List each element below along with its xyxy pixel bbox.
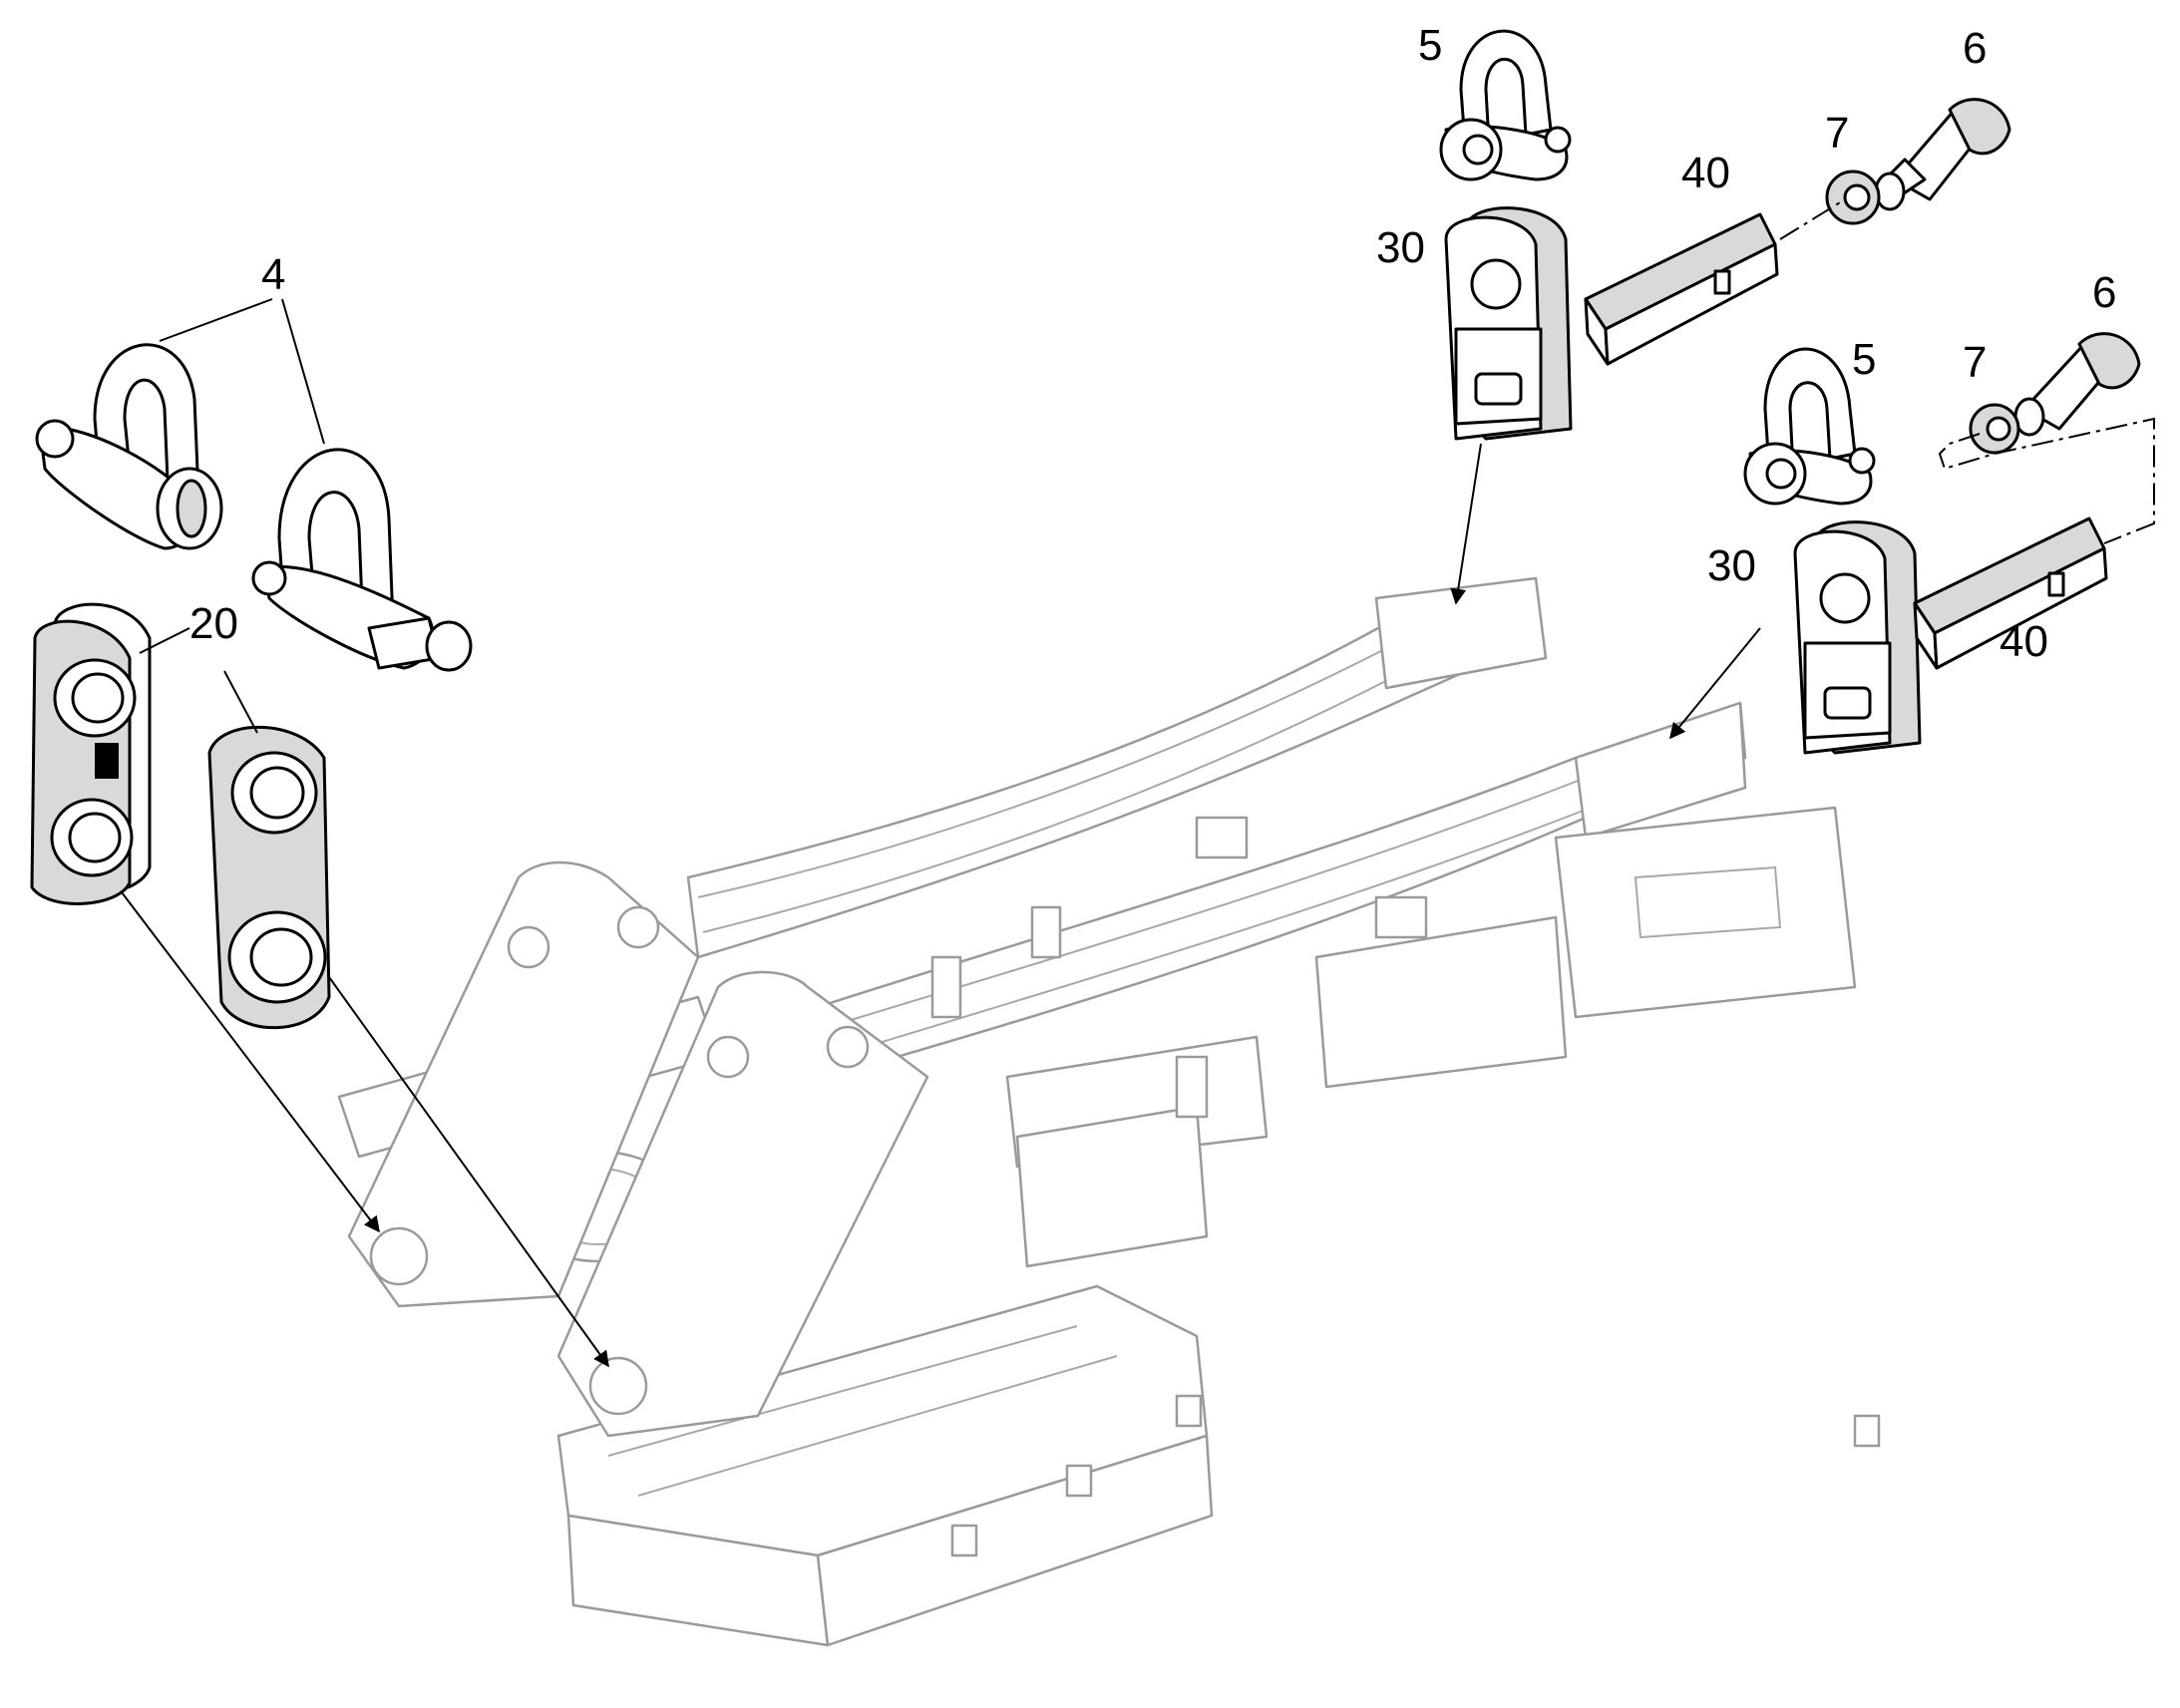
callout-7-mid: 7: [1963, 338, 1987, 387]
wedge-part-40-mid: [1913, 516, 2108, 670]
leader-lines: [121, 198, 2155, 1368]
callout-6-mid: 6: [2092, 268, 2116, 317]
callout-40-mid: 40: [1999, 617, 2048, 666]
callout-30-top: 30: [1376, 223, 1425, 272]
bolt-part-6-mid: [2013, 332, 2141, 437]
washer-part-7-mid: [1969, 403, 2020, 455]
washer-part-7-top: [1825, 170, 1881, 225]
bolt-part-6-top: [1874, 98, 2011, 211]
callout-4: 4: [261, 250, 285, 299]
callout-5-mid: 5: [1852, 335, 1876, 384]
link-plate-part-20-a: [30, 602, 152, 905]
carrier-frame: [337, 576, 1881, 1647]
callout-6-top: 6: [1963, 24, 1987, 73]
shackle-part-4-b: [251, 448, 473, 672]
callout-5-top: 5: [1418, 21, 1442, 70]
shackle-part-4-a: [35, 343, 223, 550]
callout-labels: 4 20 5 5 6 6 7 7 30 30 40 40: [189, 21, 2116, 666]
callout-7-top: 7: [1825, 109, 1849, 158]
link-plate-part-20-b: [207, 725, 331, 1030]
callout-40-top: 40: [1681, 149, 1730, 197]
shackle-part-5-top: [1439, 29, 1572, 181]
wedge-part-40-top: [1584, 212, 1779, 366]
lift-eye-part-30-top: [1444, 206, 1573, 441]
callout-20: 20: [189, 599, 238, 648]
shackle-part-5-mid: [1743, 347, 1876, 506]
callout-30-mid: 30: [1707, 541, 1756, 590]
lift-eye-part-30-mid: [1793, 520, 1922, 755]
